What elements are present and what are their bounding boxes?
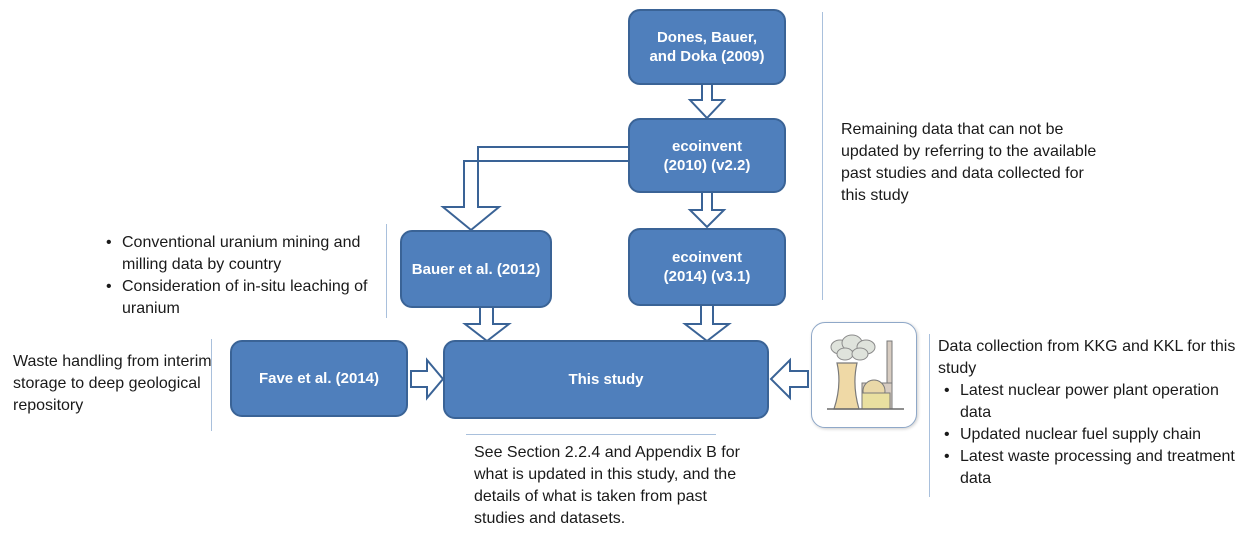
divider-waste bbox=[211, 339, 212, 431]
divider-section bbox=[466, 434, 716, 435]
arrow-fave-to-thisstudy bbox=[410, 357, 445, 401]
node-ecoinvent-2010: ecoinvent (2010) (v2.2) bbox=[628, 118, 786, 193]
node-ecoinvent-2014: ecoinvent (2014) (v3.1) bbox=[628, 228, 786, 306]
arrow-plant-to-thisstudy bbox=[769, 357, 809, 401]
divider-kkg bbox=[929, 334, 930, 497]
arrow-bauer-to-thisstudy bbox=[462, 306, 512, 343]
arrow-ecoinvent2010-to-ecoinvent2014 bbox=[687, 191, 727, 229]
divider-bauer-notes bbox=[386, 224, 387, 318]
nuclear-power-plant-icon bbox=[811, 322, 917, 428]
arrow-ecoinvent2010-to-bauer bbox=[440, 146, 630, 232]
bullet-waste-processing: Latest waste processing and treatment da… bbox=[938, 446, 1238, 490]
node-this-study: This study bbox=[443, 340, 769, 419]
kkg-intro: Data collection from KKG and KKL for thi… bbox=[938, 338, 1236, 377]
arrow-dones-to-ecoinvent2010 bbox=[687, 83, 727, 120]
note-bauer-bullets: Conventional uranium mining and milling … bbox=[100, 232, 382, 320]
node-fave-2014: Fave et al. (2014) bbox=[230, 340, 408, 417]
bullet-fuel-supply: Updated nuclear fuel supply chain bbox=[938, 424, 1238, 446]
divider-remaining bbox=[822, 12, 823, 300]
node-bauer-2012: Bauer et al. (2012) bbox=[400, 230, 552, 308]
note-section-appendix: See Section 2.2.4 and Appendix B for wha… bbox=[474, 444, 740, 527]
note-remaining-data: Remaining data that can not be updated b… bbox=[841, 121, 1097, 204]
bullet-in-situ-leaching: Consideration of in-situ leaching of ura… bbox=[100, 276, 382, 320]
note-kkg-kkl: Data collection from KKG and KKL for thi… bbox=[938, 336, 1238, 490]
bullet-uranium-mining: Conventional uranium mining and milling … bbox=[100, 232, 382, 276]
note-waste-handling: Waste handling from interim storage to d… bbox=[13, 353, 212, 414]
node-dones-bauer-doka: Dones, Bauer, and Doka (2009) bbox=[628, 9, 786, 85]
arrow-ecoinvent2014-to-thisstudy bbox=[682, 304, 732, 343]
bullet-plant-operation: Latest nuclear power plant operation dat… bbox=[938, 380, 1238, 424]
